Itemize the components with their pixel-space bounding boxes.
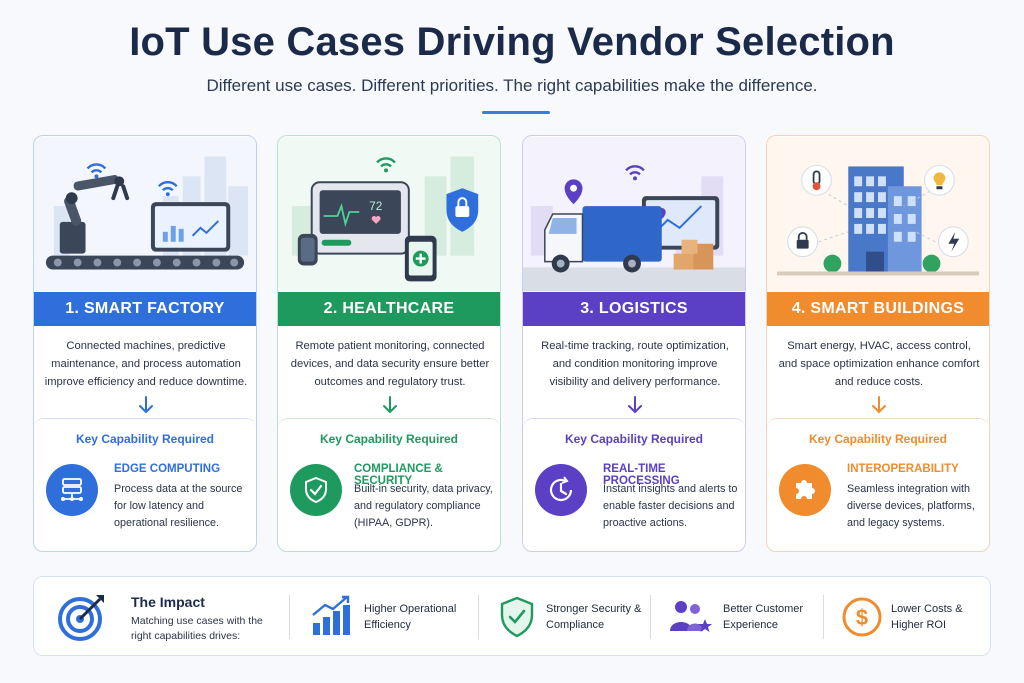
page-title: IoT Use Cases Driving Vendor Selection: [129, 20, 895, 64]
impact-divider: [478, 595, 479, 639]
capability-box: Key Capability Required EDGE COMPUTING P…: [34, 418, 256, 551]
benefit-label: Stronger Security & Compliance: [546, 603, 642, 631]
arrow-down-icon: [628, 396, 642, 414]
shield-check-icon: [290, 464, 342, 516]
capability-heading: Key Capability Required: [319, 432, 459, 446]
capability-heading: Key Capability Required: [75, 432, 215, 446]
card-banner: 4. SMART BUILDINGS: [767, 292, 989, 326]
monitor-readout: 72: [369, 199, 382, 213]
svg-text:$: $: [856, 605, 868, 630]
impact-divider: [650, 595, 651, 639]
capability-box: Key Capability Required REAL-TIME PROCES…: [523, 418, 745, 551]
card-description: Connected machines, predictive maintenan…: [44, 340, 248, 388]
arrow-down-icon: [139, 396, 153, 414]
capability-name: REAL-TIME PROCESSING: [603, 463, 680, 487]
impact-panel: The Impact Matching use cases with the r…: [33, 576, 991, 656]
capability-box: Key Capability Required COMPLIANCE & SEC…: [278, 418, 500, 551]
capability-description: Seamless integration with diverse device…: [847, 483, 975, 529]
use-case-card-healthcare: 72 2. HEALTHCARE Remote patient monitori…: [277, 135, 501, 552]
use-case-card-logistics: 3. LOGISTICS Real-time tracking, route o…: [522, 135, 746, 552]
benefit-label: Better Customer Experience: [723, 603, 804, 631]
logistics-illustration: [523, 136, 745, 292]
server-network-icon: [46, 464, 98, 516]
smart-factory-illustration: [34, 136, 256, 292]
capability-description: Instant insights and alerts to enable fa…: [603, 483, 738, 529]
use-case-card-smart-factory: 1. SMART FACTORY Connected machines, pre…: [33, 135, 257, 552]
capability-description: Process data at the source for low laten…: [114, 483, 243, 529]
dollar-coin-icon: $: [842, 597, 882, 637]
card-banner: 3. LOGISTICS: [523, 292, 745, 326]
capability-name: INTEROPERABILITY: [847, 463, 959, 475]
arrow-down-icon: [872, 396, 886, 414]
impact-title: The Impact: [131, 594, 205, 610]
impact-divider: [289, 595, 290, 639]
capability-name: EDGE COMPUTING: [114, 463, 221, 475]
card-banner: 2. HEALTHCARE: [278, 292, 500, 326]
card-description: Remote patient monitoring, connected dev…: [290, 340, 490, 388]
card-description: Real-time tracking, route optimization, …: [541, 340, 729, 388]
title-divider: [482, 111, 550, 114]
target-arrow-icon: [58, 595, 104, 641]
card-banner: 1. SMART FACTORY: [34, 292, 256, 326]
smart-buildings-illustration: [767, 136, 989, 292]
capability-box: Key Capability Required INTEROPERABILITY…: [767, 418, 989, 551]
impact-divider: [823, 595, 824, 639]
page-subtitle: Different use cases. Different prioritie…: [206, 76, 818, 95]
arrow-down-icon: [383, 396, 397, 414]
benefit-label: Lower Costs & Higher ROI: [891, 603, 963, 631]
users-star-icon: [670, 601, 712, 632]
clock-refresh-icon: [535, 464, 587, 516]
benefit-label: Higher Operational Efficiency: [364, 603, 457, 631]
capability-description: Built-in security, data privacy, and reg…: [354, 483, 493, 529]
puzzle-icon: [779, 464, 831, 516]
healthcare-illustration: 72: [278, 136, 500, 292]
impact-subtitle: Matching use cases with the right capabi…: [131, 615, 263, 642]
use-case-card-smart-buildings: 4. SMART BUILDINGS Smart energy, HVAC, a…: [766, 135, 990, 552]
bar-chart-up-icon: [312, 595, 350, 635]
capability-heading: Key Capability Required: [808, 432, 948, 446]
shield-check-icon: [500, 596, 534, 638]
card-description: Smart energy, HVAC, access control, and …: [778, 340, 980, 388]
capability-name: COMPLIANCE & SECURITY: [354, 463, 443, 487]
capability-heading: Key Capability Required: [564, 432, 704, 446]
